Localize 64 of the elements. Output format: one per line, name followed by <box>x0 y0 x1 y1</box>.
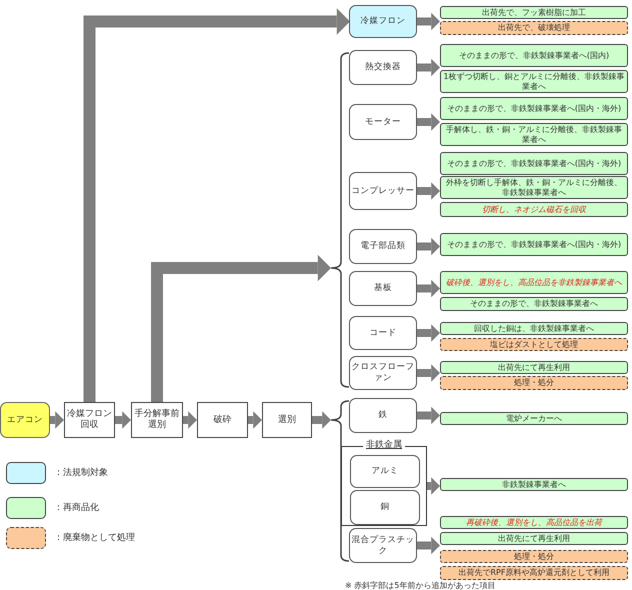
waste-box: 処理・処分 <box>440 550 628 563</box>
outcome-box: 非鉄製錬事業者へ <box>440 478 628 491</box>
process-box: 選別 <box>262 402 312 438</box>
legend-label: ：再商品化 <box>54 502 99 514</box>
block-arrow <box>417 406 440 424</box>
outcome-box: 回収した銅は、非鉄製錬事業者へ <box>440 322 628 335</box>
outcome-box: 手解体し、鉄・銅・アルミに分離後、非鉄製錬事業者へ <box>440 123 628 146</box>
component-box: 基板 <box>349 271 417 306</box>
waste-box: 出荷先でRPF原料や高炉還元剤として利用 <box>440 566 628 580</box>
block-arrow <box>417 364 440 382</box>
block-arrow <box>417 536 440 554</box>
component-box: 熱交換器 <box>349 50 417 85</box>
block-arrow <box>84 8 350 402</box>
block-arrow <box>50 411 64 429</box>
component-box: 電子部品類 <box>349 229 417 264</box>
block-arrow <box>115 411 131 429</box>
waste-box: 出荷先で、破壊処理 <box>440 21 628 35</box>
component-box: コンプレッサー <box>349 172 417 210</box>
block-arrow <box>417 182 440 200</box>
block-arrow <box>312 411 331 429</box>
legend-label: ：法規制対象 <box>54 467 108 479</box>
outcome-box: 出荷先で、フッ素樹脂に加工 <box>440 6 628 19</box>
curly-brace <box>330 400 350 562</box>
outcome-box: 電炉メーカーへ <box>440 412 628 425</box>
component-box: 銅 <box>350 490 420 525</box>
outcome-box: 再破砕後、選別をし、高品位品を出荷 <box>440 516 628 529</box>
outcome-box: 出荷先にて再生利用 <box>440 532 628 545</box>
block-arrow <box>417 238 440 256</box>
outcome-box: そのままの形で、非鉄製錬事業者へ <box>440 297 628 311</box>
block-arrow <box>427 477 440 495</box>
outcome-box: 切断し、ネオジム磁石を回収 <box>440 202 628 217</box>
block-arrow <box>417 324 440 342</box>
block-arrow <box>417 12 440 30</box>
block-arrow <box>417 280 440 298</box>
component-box: 混合プラスチック <box>349 528 417 563</box>
component-box: モーター <box>349 104 417 140</box>
block-arrow <box>417 58 440 76</box>
component-box: 鉄 <box>349 398 417 433</box>
legend-label: ：廃棄物として処理 <box>54 532 135 544</box>
component-box: アルミ <box>350 455 420 488</box>
process-box: 手分解事前選別 <box>131 402 183 438</box>
outcome-box: そのままの形で、非鉄製錬事業者へ(国内・海外) <box>440 97 628 120</box>
component-box: クロスフローファン <box>349 356 417 390</box>
outcome-box: 出荷先にて再生利用 <box>440 361 628 374</box>
outcome-box: そのままの形で、非鉄製錬事業者へ(国内・海外) <box>440 233 628 256</box>
process-box: 破砕 <box>197 402 248 438</box>
outcome-box: 外枠を切断し手解体、鉄・銅・アルミに分離後、非鉄製錬事業者へ <box>440 176 628 199</box>
outcome-box: そのままの形で、非鉄製錬事業者へ(国内) <box>440 44 628 67</box>
waste-box: 処理・処分 <box>440 376 628 390</box>
block-arrow <box>183 411 197 429</box>
block-arrow <box>248 411 262 429</box>
process-box: 冷媒フロン回収 <box>64 402 115 438</box>
waste-box: 塩ビはダストとして処理 <box>440 338 628 351</box>
outcome-box: 破砕後、選別をし、高品位品を非鉄製錬事業者へ <box>440 271 628 294</box>
outcome-box: そのままの形で、非鉄製錬事業者へ(国内・海外) <box>440 152 628 175</box>
curly-brace <box>330 52 350 388</box>
component-box: コード <box>349 316 417 350</box>
outcome-box: 1枚ずつ切断し、銅とアルミに分離後、非鉄製錬事業者へ <box>440 70 628 93</box>
group-heading: 非鉄金属 <box>363 440 405 451</box>
start-box: エアコン <box>0 402 50 438</box>
block-arrow <box>417 113 440 131</box>
footnote: ※ 赤斜字部は5年前から追加があった項目 <box>345 581 496 590</box>
component-box: 冷媒フロン <box>349 5 417 38</box>
block-arrow <box>151 254 331 402</box>
